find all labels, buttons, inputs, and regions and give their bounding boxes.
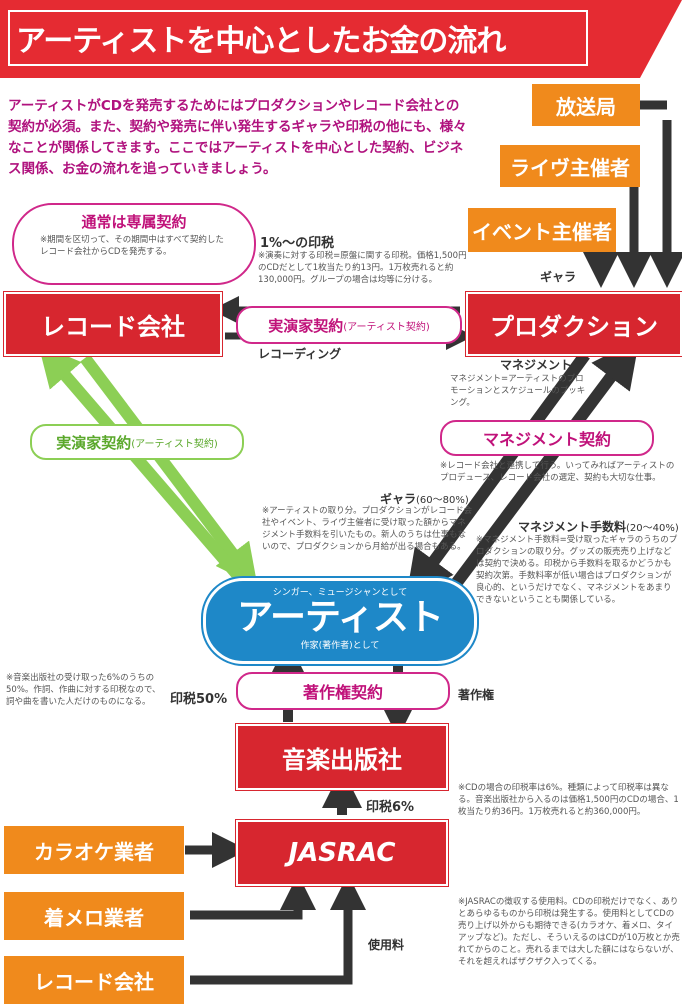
- artist-title: アーティスト: [237, 597, 444, 638]
- performer-contract-green-sub: (アーティスト契約): [131, 438, 218, 450]
- arrow-production-to-artist: [405, 351, 590, 600]
- guara-mid-label: ギャラ(60〜80%): [380, 490, 469, 507]
- royalty-1pct-label: 1%〜の印税: [260, 236, 335, 251]
- copyright-label: 著作権: [458, 688, 495, 702]
- royalty-6-note: ※CDの場合の印税率は6%。種類によって印税率は異なる。音楽出版社から入るのは価…: [458, 783, 679, 817]
- live-promoter-box: ライヴ主催者: [500, 145, 640, 187]
- royalty-50-label: 印税50%: [170, 692, 228, 707]
- guara-top-label: ギャラ: [540, 270, 577, 284]
- recording-label: レコーディング: [258, 347, 342, 361]
- event-promoter-box: イベント主催者: [468, 208, 616, 252]
- record-company-bottom-box: レコード会社: [4, 956, 184, 1004]
- royalty-6-label: 印税6%: [366, 800, 415, 815]
- guara-mid-text: ギャラ: [380, 492, 417, 506]
- arrow-ringtone-jasrac: [190, 874, 316, 920]
- management-contract-note: ※レコード会社と連携して行う。いってみればアーティストのプロデュース、レコード会…: [440, 461, 675, 483]
- intro-text: アーティストがCDを発売するためにはプロダクションやレコード会社との契約が必須。…: [8, 98, 467, 177]
- arrow-green-artist-to-record: [38, 344, 245, 582]
- artist-box: シンガー、ミュージシャンとして アーティスト 作家(著作者)として: [203, 578, 477, 664]
- management-contract-pill: マネジメント契約: [440, 420, 654, 456]
- arrow-artist-to-production: [450, 338, 640, 589]
- exclusive-contract-bubble: 通常は専属契約 ※期間を区切って、その期間中はすべて契約したレコード会社からCD…: [12, 203, 256, 285]
- royalty-1pct-note: ※演奏に対する印税=原盤に関する印税。価格1,500円のCDだとして1枚当たり約…: [258, 251, 467, 285]
- mgmt-fee-text: マネジメント手数料: [518, 520, 627, 534]
- guara-mid-note: ※アーティストの取り分。プロダクションがレコード会社やイベント、ライヴ主催者に受…: [262, 506, 473, 552]
- performer-contract-green-label: 実演家契約: [56, 433, 132, 452]
- management-label: マネジメント: [500, 358, 573, 372]
- performer-contract-label: 実演家契約: [268, 316, 344, 335]
- music-publisher-box: 音楽出版社: [236, 724, 448, 790]
- royalty-50-note: ※音楽出版社の受け取った6%のうちの50%。作詞、作曲に対する印税なので、詞や曲…: [6, 673, 161, 707]
- artist-top-caption: シンガー、ミュージシャンとして: [272, 588, 408, 598]
- copyright-contract-pill: 著作権契約: [236, 672, 450, 710]
- performer-contract-sub: (アーティスト契約): [343, 321, 430, 333]
- guara-mid-pct: (60〜80%): [416, 495, 469, 506]
- bubble-note: ※期間を区切って、その期間中はすべて契約したレコード会社からCDを発売する。: [40, 235, 224, 257]
- jasrac-box: JASRAC: [236, 820, 448, 886]
- arrow-green-record-to-artist: [80, 354, 258, 587]
- record-company-box: レコード会社: [4, 292, 222, 356]
- artist-bottom-caption: 作家(著作者)として: [300, 641, 380, 651]
- broadcaster-box: 放送局: [532, 84, 640, 126]
- production-box: プロダクション: [466, 292, 682, 356]
- performer-contract-green-pill: 実演家契約(アーティスト契約): [30, 424, 244, 460]
- page-title: アーティストを中心としたお金の流れ: [16, 24, 506, 59]
- ringtone-box: 着メロ業者: [4, 892, 184, 940]
- mgmt-fee-note: ※マネジメント手数料=受け取ったギャラのうちのプロダクションの取り分。グッズの販…: [476, 535, 678, 605]
- usage-fee-note: ※JASRACの徴収する使用料。CDの印税だけでなく、ありとあらゆるものから印税…: [458, 897, 680, 967]
- performer-contract-pill: 実演家契約(アーティスト契約): [236, 306, 462, 344]
- usage-fee-label: 使用料: [368, 938, 405, 952]
- title-frame: アーティストを中心としたお金の流れ: [8, 10, 588, 66]
- mgmt-fee-label: マネジメント手数料(20〜40%): [518, 518, 679, 535]
- management-note: マネジメント=アーティストのプロモーションとスケジュールのブッキング。: [450, 374, 586, 408]
- karaoke-box: カラオケ業者: [4, 826, 184, 874]
- arrow-record-jasrac: [190, 874, 366, 985]
- mgmt-fee-pct: (20〜40%): [626, 523, 679, 534]
- bubble-title: 通常は専属契約: [81, 213, 187, 231]
